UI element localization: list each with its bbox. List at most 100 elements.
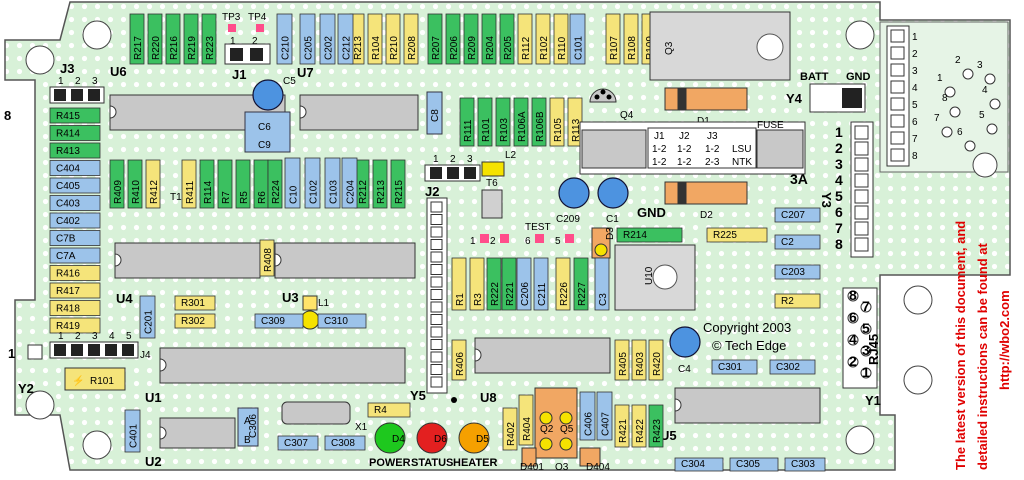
part-r414: R414 <box>49 125 101 141</box>
label-fuse: FUSE <box>757 120 784 131</box>
svg-text:3: 3 <box>977 60 983 71</box>
svg-text:5: 5 <box>126 331 132 342</box>
resistor-r410: R410 <box>127 159 143 209</box>
svg-text:C7B: C7B <box>56 234 76 245</box>
svg-text:R212: R212 <box>358 180 369 204</box>
svg-text:3: 3 <box>92 76 98 87</box>
svg-text:C310: C310 <box>324 316 348 327</box>
svg-text:C9: C9 <box>258 140 271 151</box>
ic-labels: U6 U7 U4 U3 U1 U2 U8 U5 U10 Q3 <box>110 41 677 469</box>
svg-text:R6: R6 <box>257 191 268 204</box>
svg-text:R416: R416 <box>56 269 80 280</box>
svg-text:C207: C207 <box>781 210 805 221</box>
svg-text:D4: D4 <box>392 434 405 445</box>
resistor-r209: R209 <box>463 13 479 65</box>
svg-text:1-2: 1-2 <box>652 144 667 155</box>
svg-text:R411: R411 <box>185 180 196 204</box>
cap-c205: C205 <box>299 13 316 65</box>
resistor-r204: R204 <box>481 13 497 65</box>
svg-text:4: 4 <box>835 172 843 188</box>
resistor-r213: R213 <box>372 159 388 209</box>
cap-c308: C308 <box>324 435 366 451</box>
svg-text:1: 1 <box>433 154 439 165</box>
ic-u3 <box>274 242 416 279</box>
cap-labels: C5 C209 C1 C4 <box>283 76 691 375</box>
svg-text:HEATER: HEATER <box>453 457 497 469</box>
svg-text:R215: R215 <box>394 180 405 204</box>
svg-text:2: 2 <box>912 49 918 60</box>
resistor-r207: R207 <box>427 13 443 65</box>
svg-text:C301: C301 <box>718 362 742 373</box>
connector-y2: 1 Y2 <box>8 344 43 396</box>
resistor-r403: R403 <box>631 339 647 381</box>
svg-text:2: 2 <box>75 76 81 87</box>
svg-text:D6: D6 <box>434 434 447 445</box>
svg-text:6: 6 <box>849 309 857 325</box>
svg-text:7: 7 <box>934 113 940 124</box>
svg-text:3: 3 <box>912 66 918 77</box>
cap-c304: C304 <box>674 457 724 472</box>
ic-u5 <box>674 387 821 424</box>
ic-u8 <box>474 337 611 374</box>
svg-text:C306: C306 <box>248 414 259 438</box>
svg-text:R419: R419 <box>56 321 80 332</box>
svg-text:C212: C212 <box>342 36 353 60</box>
svg-text:C101: C101 <box>574 36 585 60</box>
resistor-r421: R421 <box>614 404 630 448</box>
svg-text:2: 2 <box>490 236 496 247</box>
label-u10: U10 <box>644 266 655 285</box>
svg-text:R418: R418 <box>56 304 80 315</box>
label-tp4: TP4 <box>248 12 267 23</box>
svg-text:R403: R403 <box>635 352 646 376</box>
svg-text:1: 1 <box>835 124 843 140</box>
svg-text:C309: C309 <box>261 316 285 327</box>
svg-text:1-2: 1-2 <box>705 144 720 155</box>
resistor-r423: R423 <box>648 404 664 448</box>
company-text: © Tech Edge <box>712 338 786 353</box>
part-r415: R415 <box>49 107 101 124</box>
label-y3: Y3 <box>819 192 834 208</box>
part-r416: R416 <box>49 265 101 281</box>
resistor-r112: R112 <box>517 13 533 65</box>
svg-text:1: 1 <box>912 32 918 43</box>
ic-u2 <box>159 417 236 449</box>
svg-text:1-2: 1-2 <box>652 157 667 168</box>
svg-text:5: 5 <box>979 110 985 121</box>
svg-text:Q2: Q2 <box>540 424 554 435</box>
svg-text:R205: R205 <box>503 36 514 60</box>
cap-c202: C202 <box>319 13 336 65</box>
svg-text:2: 2 <box>75 331 81 342</box>
svg-text:1: 1 <box>937 73 943 84</box>
svg-text:R301: R301 <box>181 298 205 309</box>
resistor-r405: R405 <box>614 339 630 381</box>
svg-text:R222: R222 <box>490 282 501 306</box>
part-r222: R222 <box>486 257 502 311</box>
ic-u7 <box>299 94 419 131</box>
cap-c310: C310 <box>317 313 367 329</box>
svg-text:R220: R220 <box>151 36 162 60</box>
label-tp3: TP3 <box>222 12 241 23</box>
svg-text:J1: J1 <box>654 131 665 142</box>
svg-text:C403: C403 <box>56 199 80 210</box>
part-c403: C403 <box>49 195 101 211</box>
label-y2-pin1: 1 <box>8 346 15 361</box>
svg-text:R110: R110 <box>557 36 568 60</box>
resistor-r408: R408 <box>259 239 275 277</box>
svg-text:T6: T6 <box>486 178 498 189</box>
svg-text:3: 3 <box>862 342 870 358</box>
resistor-r412: R412 <box>145 159 161 209</box>
label-u8: U8 <box>480 390 497 405</box>
svg-text:R207: R207 <box>431 36 442 60</box>
svg-text:R2: R2 <box>781 296 794 307</box>
label-y2: Y2 <box>18 381 34 396</box>
svg-text:R219: R219 <box>187 36 198 60</box>
